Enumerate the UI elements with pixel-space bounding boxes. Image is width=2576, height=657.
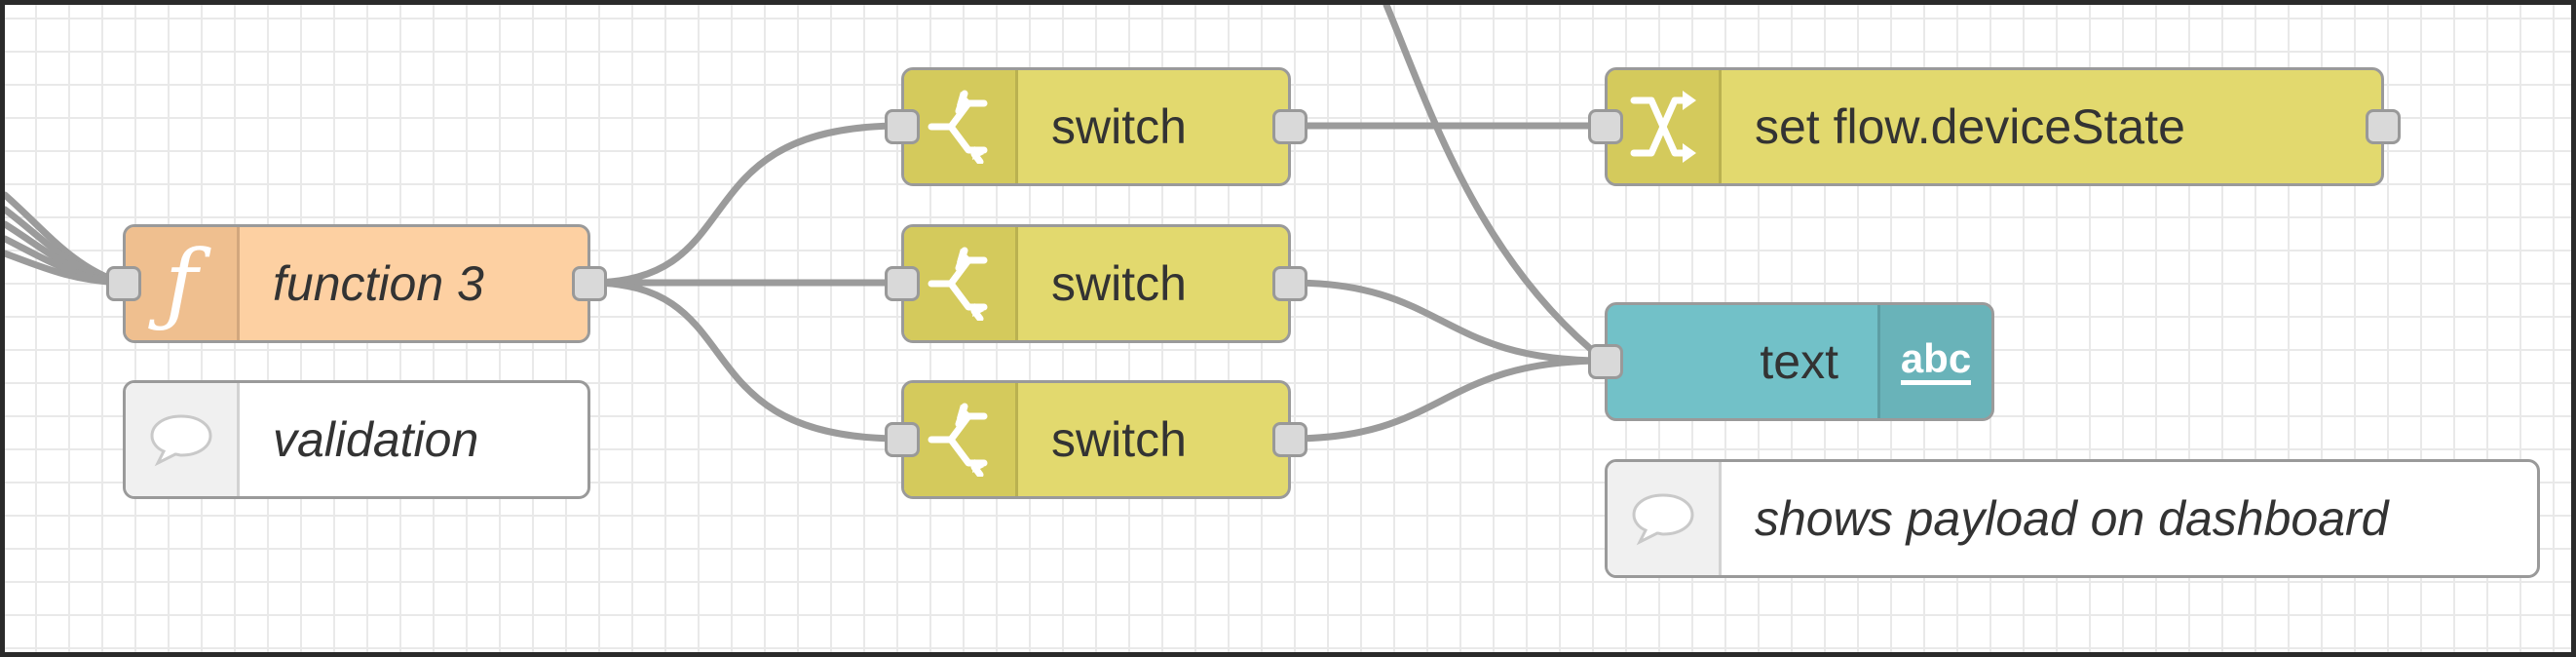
wire-switch-2-text: [1287, 279, 1609, 365]
switch-3-input-port[interactable]: [885, 422, 920, 457]
comment-node-dashboard[interactable]: shows payload on dashboard: [1605, 459, 2540, 578]
switch-1-label: switch: [1051, 99, 1187, 154]
speech-bubble-icon: [1608, 462, 1722, 575]
change-node-label: set flow.deviceState: [1755, 99, 2185, 154]
switch-3-output-port[interactable]: [1272, 422, 1307, 457]
speech-bubble-icon: [126, 383, 240, 496]
wire-function-switch-1: [586, 122, 905, 287]
switch-2-output-port[interactable]: [1272, 266, 1307, 301]
switch-1-output-port[interactable]: [1272, 109, 1307, 144]
change-node[interactable]: set flow.deviceState: [1588, 67, 2401, 186]
comment-node-validation[interactable]: validation: [123, 380, 590, 499]
switch-node-1[interactable]: switch: [885, 67, 1307, 186]
switch-node-3[interactable]: switch: [885, 380, 1307, 499]
switch-1-input-port[interactable]: [885, 109, 920, 144]
comment-dashboard-label: shows payload on dashboard: [1755, 491, 2389, 546]
switch-node-2[interactable]: switch: [885, 224, 1307, 343]
dashboard-text-node[interactable]: text abc: [1588, 302, 1994, 421]
function-input-port[interactable]: [106, 266, 141, 301]
function-output-port[interactable]: [572, 266, 607, 301]
wires: [5, 5, 1609, 443]
function-icon: ƒ: [126, 227, 240, 340]
text-node-label: text: [1760, 334, 1838, 389]
text-input-port[interactable]: [1588, 344, 1623, 379]
shuffle-icon: [1608, 70, 1722, 183]
switch-2-label: switch: [1051, 256, 1187, 311]
wire-top-text: [1383, 5, 1609, 365]
wire-function-switch-3: [586, 279, 905, 443]
switch-2-input-port[interactable]: [885, 266, 920, 301]
change-output-port[interactable]: [2366, 109, 2401, 144]
function-node[interactable]: ƒ function 3: [106, 224, 607, 343]
switch-icon: [904, 227, 1018, 340]
abc-icon: abc: [1877, 305, 1991, 418]
wire-switch-3-text: [1287, 357, 1609, 443]
comment-validation-label: validation: [273, 412, 479, 467]
switch-icon: [904, 383, 1018, 496]
function-node-label: function 3: [273, 256, 484, 311]
switch-3-label: switch: [1051, 412, 1187, 467]
change-input-port[interactable]: [1588, 109, 1623, 144]
abc-icon-text: abc: [1900, 337, 1972, 385]
switch-icon: [904, 70, 1018, 183]
